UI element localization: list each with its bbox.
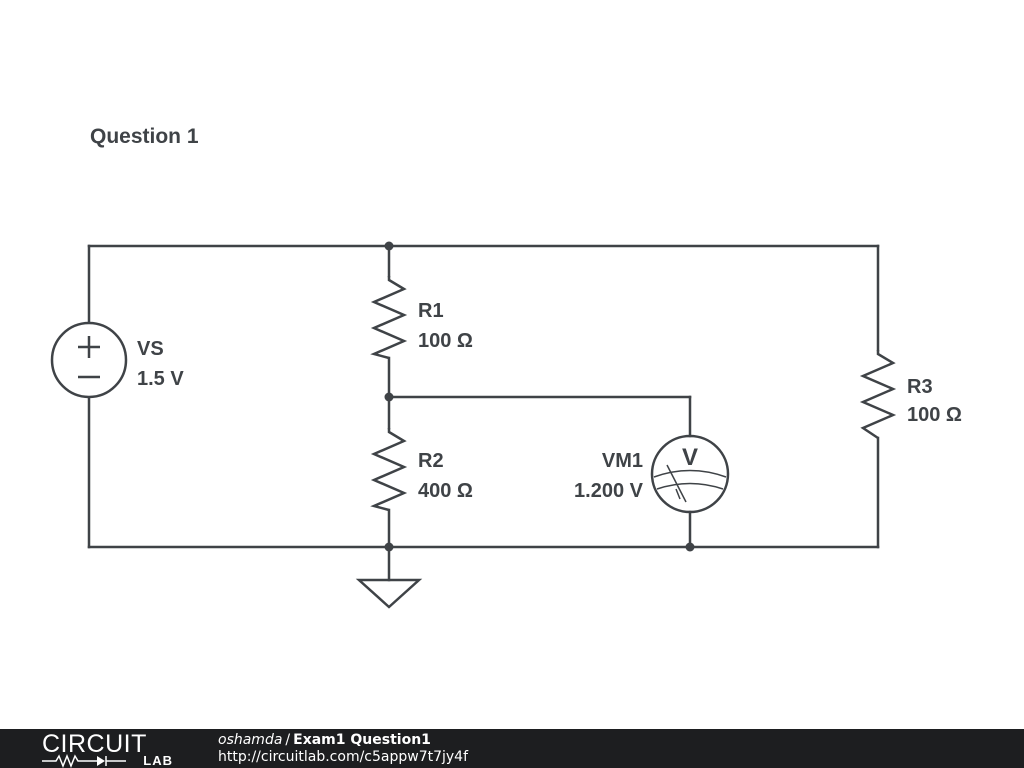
r2-name-label: R2: [418, 450, 444, 472]
junction-dot: [685, 542, 695, 552]
circuit-url-link[interactable]: http://circuitlab.com/c5appw7t7jy4f: [218, 749, 469, 765]
resistor-r2-icon[interactable]: [370, 428, 408, 512]
vm1-name-label: VM1: [602, 450, 643, 472]
logo-resistor-diode-icon: [42, 754, 126, 768]
junction-dot: [384, 392, 394, 402]
wires: [87, 244, 880, 582]
junction-dot: [384, 542, 394, 552]
logo-circuit-text: CIRCUIT: [42, 730, 147, 758]
junction-dots: [384, 241, 695, 552]
ground-icon: [355, 578, 423, 609]
circuit-meta: oshamda/Exam1 Question1 http://circuitla…: [218, 732, 468, 766]
circuit-schematic: Question 1 VS 1.5 V R1 100 Ω R2 400 Ω: [50, 125, 962, 609]
path-separator: /: [285, 732, 291, 748]
resistor-r3-icon[interactable]: [859, 350, 897, 440]
vs-value-label: 1.5 V: [137, 368, 184, 390]
resistor-r1-icon[interactable]: [370, 276, 408, 360]
r1-value-label: 100 Ω: [418, 330, 473, 352]
circuitlab-logo[interactable]: CIRCUIT LAB: [42, 730, 177, 768]
circuit-name-link[interactable]: Exam1 Question1: [293, 732, 431, 748]
voltmeter-icon[interactable]: [650, 434, 730, 514]
r3-value-label: 100 Ω: [907, 404, 962, 426]
author-link[interactable]: oshamda: [218, 732, 283, 748]
voltmeter-symbol: V: [682, 444, 698, 471]
r2-value-label: 400 Ω: [418, 480, 473, 502]
junction-dot: [384, 241, 394, 251]
r1-name-label: R1: [418, 300, 444, 322]
r3-name-label: R3: [907, 376, 933, 398]
schematic-title: Question 1: [90, 125, 199, 148]
footer-bar: CIRCUIT LAB oshamda/Exam1 Question1 http…: [0, 729, 1024, 768]
vm1-value-label: 1.200 V: [574, 480, 644, 502]
logo-lab-text: LAB: [143, 753, 173, 768]
vs-name-label: VS: [137, 338, 164, 360]
voltage-source-icon[interactable]: [50, 321, 128, 399]
